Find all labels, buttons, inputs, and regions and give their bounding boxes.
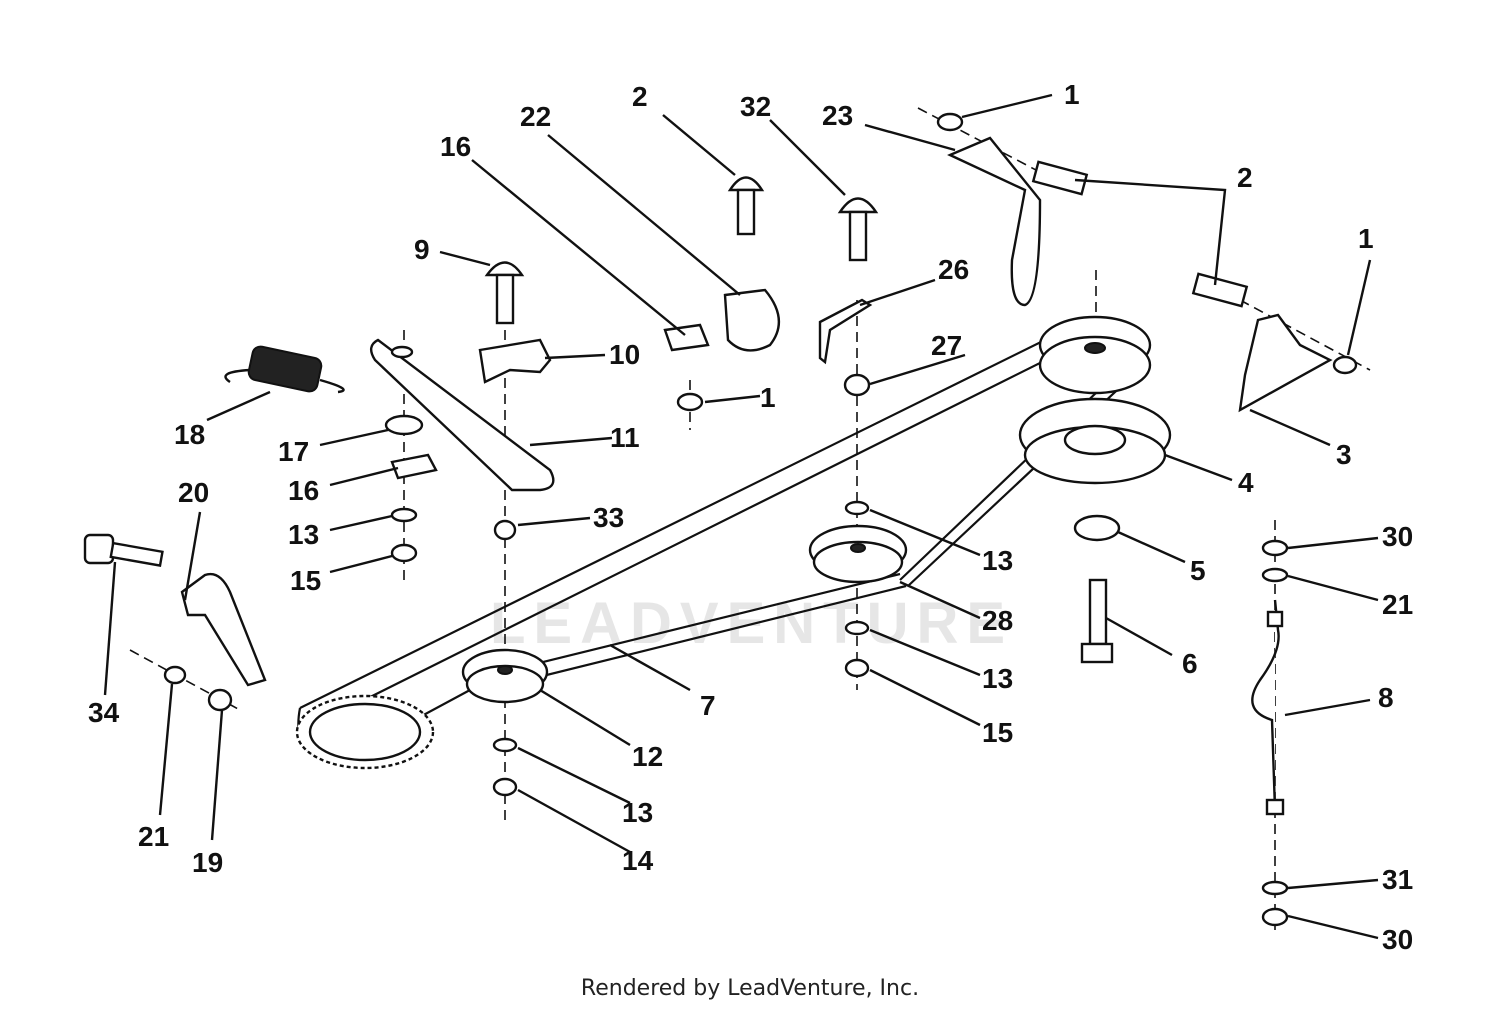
callout-20: 20 — [178, 477, 209, 508]
engine-pulley — [1038, 315, 1152, 395]
leader-lines — [103, 93, 1379, 940]
idler-pulley-12 — [461, 648, 549, 704]
callout-10: 10 — [609, 339, 640, 370]
callout-23: 23 — [822, 100, 853, 131]
callout-2: 2 — [1237, 162, 1253, 193]
callout-21: 21 — [138, 821, 169, 852]
nuts-and-washers — [163, 112, 1358, 927]
callout-19: 19 — [192, 847, 223, 878]
callout-32: 32 — [740, 91, 771, 122]
callout-34: 34 — [88, 697, 120, 728]
callout-15: 15 — [982, 717, 1013, 748]
callout-18: 18 — [174, 419, 205, 450]
sprocket-gear — [295, 694, 435, 770]
callout-26: 26 — [938, 254, 969, 285]
callout-16: 16 — [440, 131, 471, 162]
callout-27: 27 — [931, 330, 962, 361]
carriage-bolts — [484, 160, 1249, 325]
callout-6: 6 — [1182, 648, 1198, 679]
idler-arm-11 — [370, 338, 555, 492]
callout-30: 30 — [1382, 924, 1413, 955]
callout-28: 28 — [982, 605, 1013, 636]
callout-1: 1 — [1064, 79, 1080, 110]
callout-15: 15 — [290, 565, 321, 596]
large-pulley-4 — [1018, 397, 1172, 485]
callout-7: 7 — [700, 690, 716, 721]
callout-4: 4 — [1238, 467, 1254, 498]
idler-pulley-28 — [808, 524, 908, 584]
shift-rod-8 — [1251, 599, 1285, 816]
callout-14: 14 — [622, 845, 654, 876]
bracket-23 — [947, 136, 1042, 307]
callout-13: 13 — [288, 519, 319, 550]
callout-31: 31 — [1382, 864, 1413, 895]
callout-30: 30 — [1382, 521, 1413, 552]
bracket-3 — [1238, 313, 1333, 413]
callout-11: 11 — [610, 422, 640, 453]
callout-13: 13 — [982, 663, 1013, 694]
callout-33: 33 — [593, 502, 624, 533]
callout-17: 17 — [278, 436, 309, 467]
callout-13: 13 — [622, 797, 653, 828]
callout-5: 5 — [1190, 555, 1206, 586]
callout-9: 9 — [414, 234, 430, 265]
bolt-6 — [1080, 578, 1114, 664]
callout-16: 16 — [288, 475, 319, 506]
bracket-26 — [818, 298, 873, 365]
footer-credit: Rendered by LeadVenture, Inc. — [580, 976, 920, 1001]
callout-22: 22 — [520, 101, 551, 132]
callout-8: 8 — [1378, 682, 1394, 713]
callout-12: 12 — [632, 741, 663, 772]
callout-1: 1 — [1358, 223, 1374, 254]
bracket-22 — [723, 288, 781, 352]
callout-labels: 1 2 32 23 1 2 22 16 9 26 1 10 27 18 11 1… — [88, 79, 1413, 955]
callout-1: 1 — [760, 382, 776, 413]
spring-18 — [224, 345, 345, 394]
callout-2: 2 — [632, 81, 648, 112]
idler-bracket-20 — [180, 572, 267, 687]
callout-13: 13 — [982, 545, 1013, 576]
bolt-34 — [83, 533, 164, 567]
callout-21: 21 — [1382, 589, 1413, 620]
callout-3: 3 — [1336, 439, 1352, 470]
